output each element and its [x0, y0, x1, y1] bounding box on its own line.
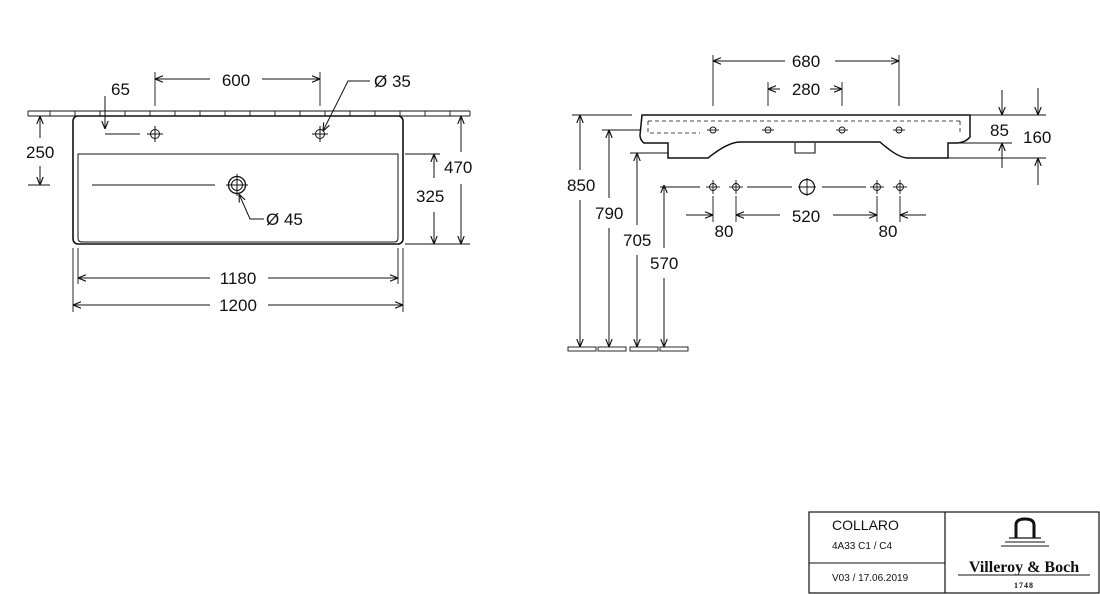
label-250: 250 — [26, 143, 54, 162]
wall-connection-holes — [706, 178, 907, 196]
label-65: 65 — [111, 80, 130, 99]
floor-markers — [567, 346, 689, 352]
label-80-left: 80 — [715, 222, 734, 241]
label-520: 520 — [792, 207, 820, 226]
side-view — [567, 55, 1046, 352]
basin-bowl — [77, 153, 399, 243]
leader-45 — [239, 194, 264, 220]
brand-name: Villeroy & Boch — [969, 559, 1079, 576]
brand-year: 1748 — [1014, 581, 1034, 590]
label-dia-45: Ø 45 — [266, 210, 303, 229]
label-325: 325 — [416, 187, 444, 206]
title-block: COLLARO 4A33 C1 / C4 V03 / 17.06.2019 Vi… — [808, 511, 1100, 594]
tap-hole-right — [312, 126, 328, 142]
label-85: 85 — [990, 121, 1009, 140]
label-850: 850 — [567, 176, 595, 195]
label-280: 280 — [792, 80, 820, 99]
version-date: V03 / 17.06.2019 — [832, 573, 909, 584]
top-view-labels: 65 600 Ø 35 250 470 325 Ø 45 1180 1200 — [26, 71, 472, 315]
product-code: 4A33 C1 / C4 — [832, 541, 892, 552]
basin-profile — [639, 114, 971, 159]
leader-35 — [323, 80, 370, 131]
product-name: COLLARO — [832, 517, 899, 533]
side-view-labels: 680 280 85 160 850 790 705 570 80 520 80 — [567, 52, 1051, 273]
label-1180: 1180 — [220, 269, 257, 288]
label-1200: 1200 — [219, 296, 257, 315]
label-705: 705 — [623, 231, 651, 250]
label-600: 600 — [222, 71, 250, 90]
label-470: 470 — [444, 158, 472, 177]
label-570: 570 — [650, 254, 678, 273]
profile-holes — [707, 126, 905, 134]
basin-outline — [72, 115, 404, 245]
label-80-right: 80 — [879, 222, 898, 241]
label-790: 790 — [595, 204, 623, 223]
tap-hole-left — [147, 126, 163, 142]
label-680: 680 — [792, 52, 820, 71]
label-dia-35: Ø 35 — [374, 72, 411, 91]
label-160: 160 — [1023, 128, 1051, 147]
brand-logo: Villeroy & Boch 1748 — [958, 517, 1090, 590]
drain-hole — [226, 174, 248, 196]
top-view — [27, 72, 471, 312]
